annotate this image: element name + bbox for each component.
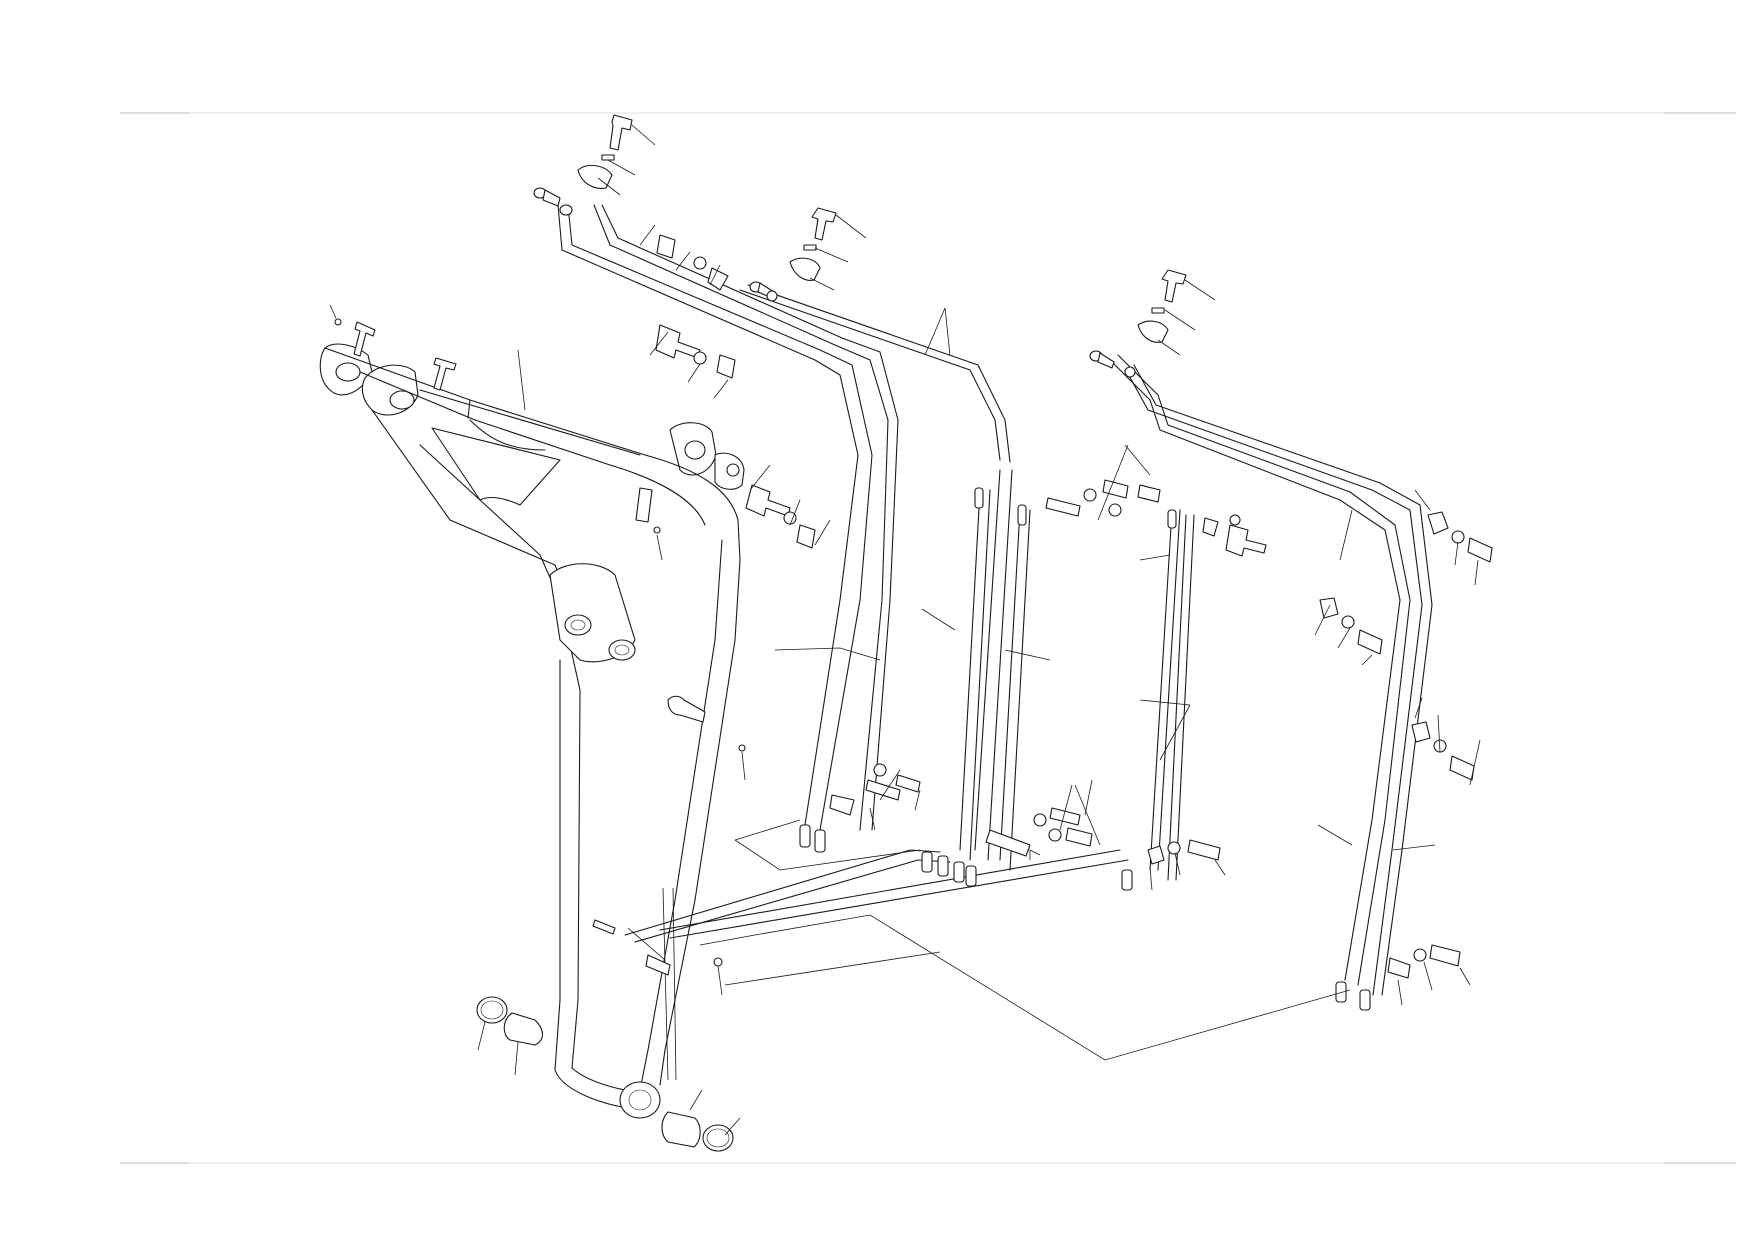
hydraulic-pipes — [557, 204, 1433, 996]
boom-arm — [319, 343, 745, 1119]
fasteners — [577, 114, 1493, 979]
boom-small-parts — [329, 304, 746, 1152]
leader-lines — [477, 124, 1481, 1136]
pipe-fittings — [533, 187, 1371, 1011]
sheet-frame — [120, 112, 1736, 1164]
